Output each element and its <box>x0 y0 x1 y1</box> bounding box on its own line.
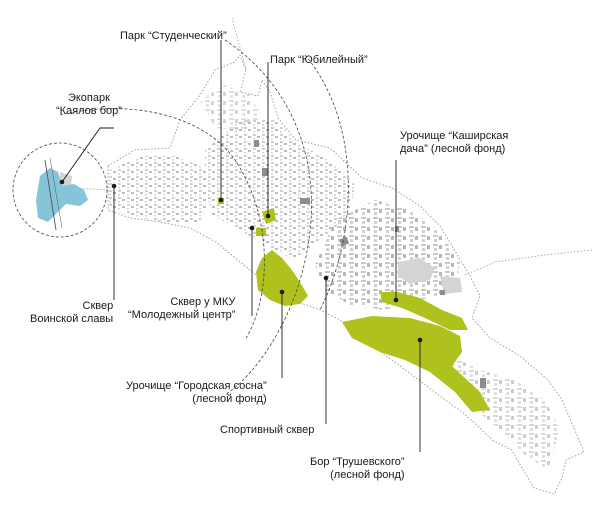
label-gorodskaya-sosna: Урочище “Городская сосна” (лесной фонд) <box>126 380 267 406</box>
forest-trushevsky-bor <box>342 316 490 412</box>
label-gorodskaya-line2: (лесной фонд) <box>192 393 267 405</box>
forest-gorodskaya-sosna <box>256 250 308 306</box>
label-ecopark-line2: “Каялов бор” <box>56 105 122 117</box>
label-skver-glory: Сквер Воинской славы <box>30 300 113 326</box>
label-ecopark: Экопарк “Каялов бор” <box>56 92 122 118</box>
ecopark-rail <box>44 159 57 231</box>
urban-west <box>108 156 210 222</box>
urban-north <box>200 85 262 130</box>
label-bor-line2: (лесной фонд) <box>330 469 405 481</box>
service-ring-2 <box>224 39 312 396</box>
building-dark <box>440 290 445 295</box>
leader-dots <box>59 179 423 343</box>
building-dark <box>254 140 259 147</box>
city-boundary <box>107 54 585 495</box>
industrial-east-2 <box>440 276 462 294</box>
label-ecopark-line1: Экопарк <box>67 92 110 104</box>
urban-center <box>205 120 355 260</box>
building-dark <box>339 236 350 247</box>
label-bor-line1: Бор “Трушевского” <box>310 456 405 468</box>
industrial-east <box>398 258 435 284</box>
label-skver-mku-line2: “Молодежный центр” <box>128 309 236 321</box>
label-skver-mku-line1: Сквер у МКУ <box>170 296 236 308</box>
building-dark <box>480 378 486 388</box>
building-dark <box>395 226 399 232</box>
ecopark-ring <box>12 142 108 238</box>
service-ring-3 <box>304 54 349 311</box>
ecopark-rail <box>49 157 63 229</box>
building-dark <box>300 198 310 204</box>
label-park-jubilee: Парк “Юбилейный” <box>270 54 368 66</box>
label-kashirskaya-line1: Урочище “Каширская <box>400 130 509 142</box>
label-sport-skver: Спортивный сквер <box>220 424 315 436</box>
label-skver-glory-line2: Воинской славы <box>30 313 114 325</box>
urban-southeast <box>440 350 560 470</box>
label-kashirskaya-dacha: Урочище “Каширская дача” (лесной фонд) <box>400 130 508 156</box>
label-kashirskaya-line2: дача” (лесной фонд) <box>400 143 506 155</box>
service-ring <box>59 108 265 341</box>
label-gorodskaya-line1: Урочище “Городская сосна” <box>126 380 267 392</box>
label-skver-mku: Сквер у МКУ “Молодежный центр” <box>128 296 235 322</box>
road-north <box>231 17 247 71</box>
label-bor-trushevsky: Бор “Трушевского” (лесной фонд) <box>310 456 405 482</box>
ecopark-kayalov-bor <box>36 168 88 222</box>
building-dark <box>262 168 268 176</box>
label-skver-glory-line1: Сквер <box>82 300 114 312</box>
skver-mku <box>256 228 266 236</box>
forest-kashirskaya-dacha <box>380 292 468 330</box>
road-east <box>464 249 593 276</box>
urban-east <box>315 200 460 310</box>
label-park-student: Парк “Студенческий” <box>120 30 227 42</box>
leader-lines <box>61 40 421 452</box>
